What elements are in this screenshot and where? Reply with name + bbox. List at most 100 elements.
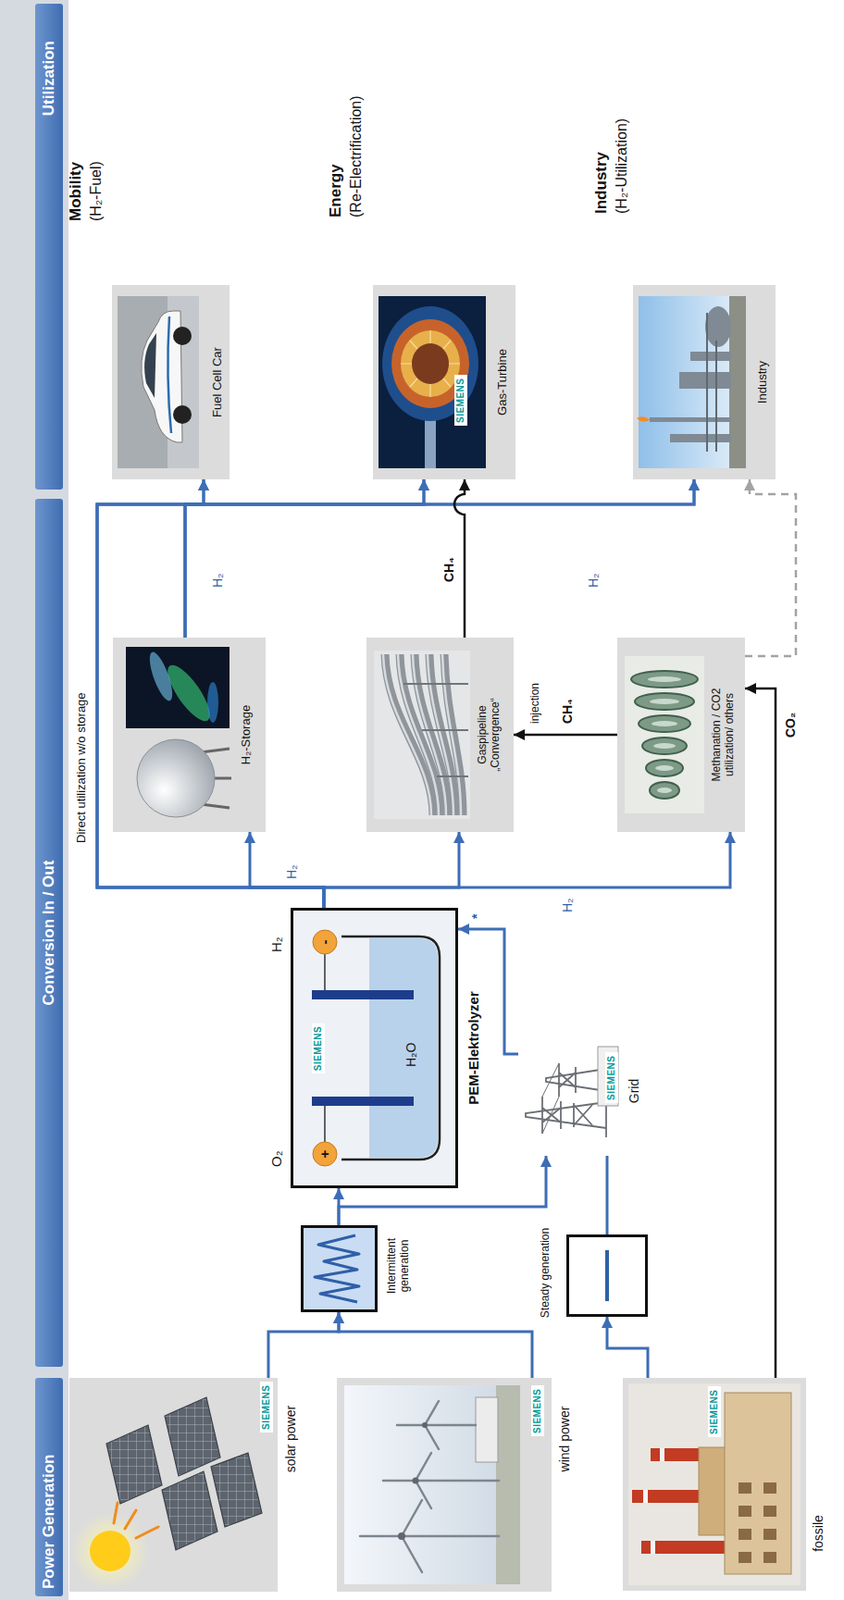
sector-heading: Energy	[326, 163, 346, 218]
polarity-sign: +	[315, 1150, 335, 1159]
text-slot: SIEMENS	[308, 1004, 325, 1093]
flow-connector	[323, 831, 731, 908]
grid-label: Grid	[626, 1079, 643, 1104]
flow-connector	[513, 733, 618, 737]
text-slot: (Re-Electrification)	[347, 95, 365, 218]
text-slot: H₂	[268, 936, 286, 953]
solar-panel-picture	[69, 1377, 278, 1592]
text-slot: Industry	[753, 285, 770, 480]
utilization-box: Mobility(H₂-Fuel)Fuel Cell Car	[111, 285, 230, 480]
flow-connector	[97, 479, 324, 908]
text-slot: SIEMENS	[450, 374, 468, 426]
text-slot: SIEMENS	[256, 1381, 274, 1433]
flow-label: H₂	[585, 570, 602, 590]
text-slot: Steady generation	[535, 1220, 553, 1326]
text-slot: SIEMENS	[527, 1385, 545, 1437]
gas-turbine-picture	[372, 285, 516, 480]
flow-connector	[249, 831, 324, 908]
sector-heading: Mobility	[66, 161, 86, 222]
flow-connector	[744, 479, 796, 657]
methanation-box: Methanation / CO2 utilization/ others	[617, 637, 745, 832]
flow-label: H₂	[559, 895, 576, 915]
gas-output-label: H₂	[268, 936, 286, 953]
water-label: H₂O	[403, 1042, 420, 1068]
text-slot: fossile	[809, 1496, 827, 1571]
text-slot: CO₂	[781, 710, 799, 740]
text-slot: Utilization	[39, 40, 59, 490]
brand-badge: SIEMENS	[454, 374, 468, 426]
connectors	[97, 479, 796, 1378]
text-slot: Fuel Cell Car	[208, 285, 225, 480]
text-slot: Gaspipeline „Convergence“	[475, 679, 503, 791]
box-caption: Fuel Cell Car	[210, 347, 225, 418]
header-text: Utilization	[39, 40, 59, 116]
pipeline-box: Gaspipeline „Convergence“	[366, 637, 514, 832]
box-caption: H₂-Storage	[238, 705, 254, 765]
header-text: Power Generation	[39, 1454, 59, 1589]
flow-connector	[185, 479, 695, 638]
flow-label: H₂	[284, 862, 300, 882]
text-slot: (H₂-Utilization)	[612, 118, 631, 214]
section-header: Conversion In / Out	[35, 498, 63, 1367]
text-slot: Direct utilization w/o storage	[72, 690, 89, 845]
flow-connector	[338, 1312, 533, 1378]
flow-label: CO₂	[782, 710, 799, 740]
section-header: Power Generation	[35, 1377, 63, 1597]
text-slot: Conversion In / Out	[39, 498, 59, 1367]
flow-connector	[606, 1155, 609, 1235]
wind-turbine-picture	[336, 1377, 552, 1592]
utilization-box: Industry(H₂-Utilization)Industry	[633, 285, 776, 480]
flow-label: CH₄	[441, 555, 458, 584]
brand-badge: SIEMENS	[311, 1023, 325, 1075]
text-slot: solar power	[282, 1388, 299, 1490]
source-label: wind power	[557, 1406, 573, 1473]
text-slot: O₂	[268, 1151, 286, 1168]
text-slot: SIEMENS	[601, 1052, 619, 1104]
flow-connector	[268, 1312, 339, 1378]
text-slot: H₂	[283, 862, 300, 882]
text-slot: Grid	[625, 1063, 643, 1119]
text-slot: CH₄	[558, 696, 576, 726]
flow-connector	[744, 688, 776, 1378]
text-slot: -	[315, 935, 335, 949]
brand-badge: SIEMENS	[531, 1385, 545, 1437]
generation-type-box: Intermittent generation	[300, 1225, 378, 1313]
text-slot: Intermittent generation	[384, 1211, 412, 1321]
wind-source-box: wind powerSIEMENS	[336, 1377, 552, 1592]
text-slot: Industry	[592, 151, 611, 214]
fossil-source-box: fossileSIEMENS	[622, 1377, 807, 1591]
utilization-box: Energy(Re-Electrification)Gas-TurbineSIE…	[372, 285, 516, 480]
text-slot: Methanation / CO2 utilization/ others	[709, 670, 737, 800]
text-slot: Energy	[326, 163, 346, 218]
text-slot: Mobility	[66, 161, 86, 222]
text-slot: CH₄	[440, 555, 458, 584]
text-slot: H₂	[209, 570, 226, 590]
text-slot: PEM-Elektrolyzer	[465, 910, 483, 1186]
device-label: PEM-Elektrolyzer	[465, 991, 483, 1105]
generation-label: Steady generation	[538, 1228, 552, 1318]
header-ground	[0, 0, 69, 1600]
box-caption: Industry	[755, 360, 770, 404]
text-slot: H₂-Storage	[236, 637, 254, 832]
text-slot: injection	[525, 681, 543, 726]
fluctuating-waveform	[303, 1228, 375, 1310]
box-caption: Gas-Turbine	[495, 348, 510, 416]
text-slot: Power Generation	[39, 1454, 59, 1589]
path-note: Direct utilization w/o storage	[74, 690, 89, 845]
source-label: solar power	[283, 1405, 299, 1473]
text-slot: wind power	[556, 1388, 573, 1490]
footnote-mark: *	[469, 912, 485, 921]
source-label: fossile	[810, 1514, 827, 1552]
gas-output-label: O₂	[268, 1151, 286, 1168]
header-text: Conversion In / Out	[39, 860, 59, 1006]
flow-note: injection	[528, 681, 542, 726]
text-slot: (H₂-Fuel)	[86, 161, 105, 222]
solar-source-box: solar powerSIEMENS	[69, 1377, 278, 1592]
text-slot: H₂	[558, 895, 576, 915]
generation-type-box: Steady generation	[566, 1234, 648, 1317]
brand-badge: SIEMENS	[707, 1386, 721, 1438]
text-slot: H₂	[584, 570, 602, 590]
text-slot: Gas-Turbine	[493, 285, 510, 480]
sector-heading: Industry	[592, 151, 611, 214]
